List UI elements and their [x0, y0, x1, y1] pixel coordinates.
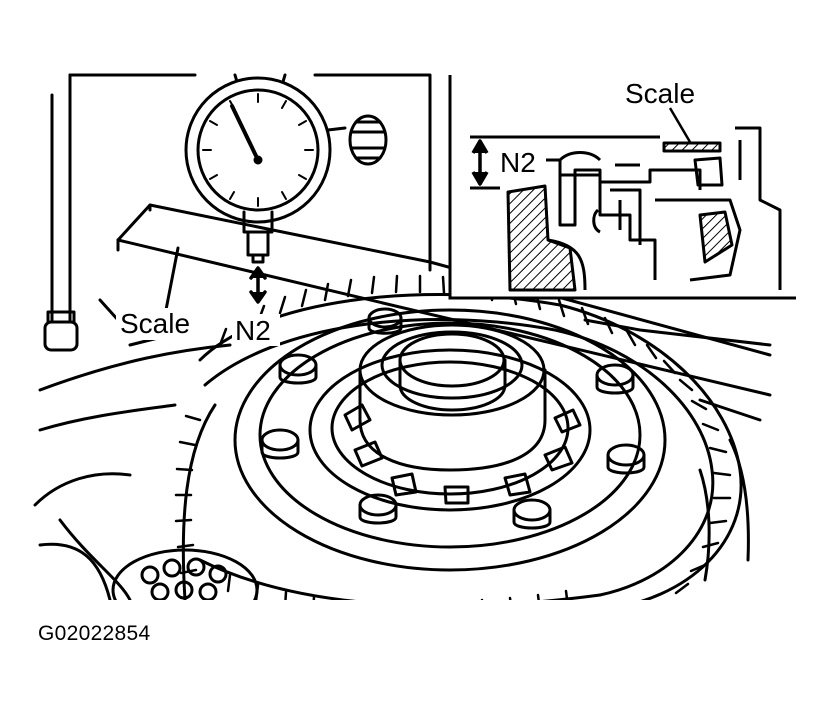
pinion-bearing — [111, 548, 259, 600]
n2-gap-arrow — [249, 266, 267, 304]
n2-label: N2 — [235, 315, 271, 346]
inset-scale-label: Scale — [625, 78, 695, 109]
scale-leader-line — [163, 246, 180, 317]
ring-gear-bolts — [260, 307, 646, 530]
differential-carrier — [233, 308, 667, 572]
dial-indicator — [184, 73, 388, 264]
figure-code: G02022854 — [38, 622, 151, 645]
locating-pin — [43, 310, 79, 352]
hub-bearing-race — [358, 323, 547, 472]
inset-n2-label: N2 — [500, 147, 536, 178]
transaxle-case — [33, 73, 772, 600]
inset-detail: Scale N2 — [448, 70, 796, 300]
inset-n2-arrow — [471, 139, 489, 186]
scale-label: Scale — [120, 308, 190, 339]
straight-edge-scale — [116, 203, 772, 397]
